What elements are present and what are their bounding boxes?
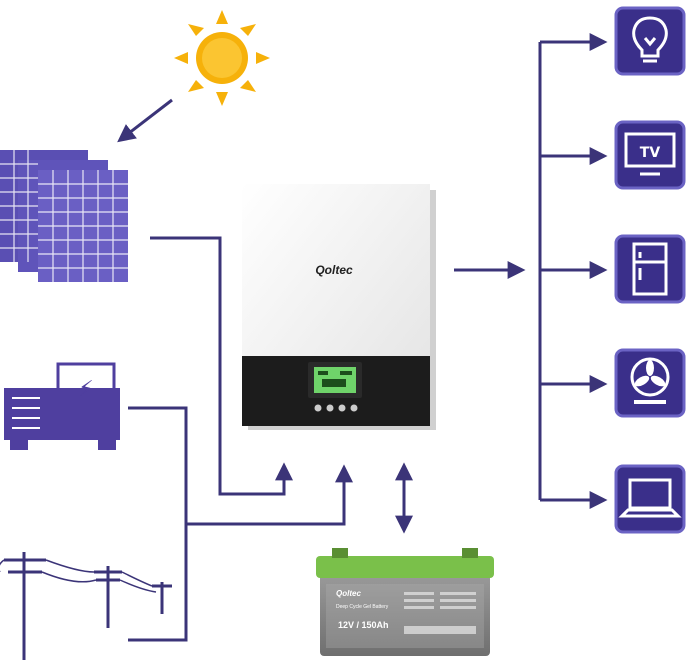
tv-label: TV — [640, 145, 661, 161]
inverter-unit: Qoltec — [242, 184, 436, 430]
appliance-light-bulb — [614, 6, 686, 76]
appliance-refrigerator — [614, 234, 686, 304]
refrigerator-icon — [632, 242, 668, 296]
battery-brand: Qoltec — [336, 589, 361, 598]
power-grid-icon — [0, 552, 172, 660]
inverter-brand-logo: Qoltec — [315, 263, 353, 277]
tv-icon: TV — [624, 132, 676, 176]
appliance-fan — [614, 348, 686, 418]
appliance-tv: TV — [614, 120, 686, 190]
battery-type-label: Deep Cycle Gel Battery — [336, 604, 389, 610]
grid-to-inverter-line — [128, 524, 188, 642]
appliance-laptop — [614, 464, 686, 534]
inverter-buttons[interactable] — [314, 404, 358, 412]
battery-rating: 12V / 150Ah — [338, 620, 389, 630]
laptop-icon — [618, 478, 682, 518]
sun-icon — [174, 10, 270, 106]
solar-panel-icon — [0, 150, 128, 282]
solar-to-inverter-line — [150, 236, 293, 496]
generator-icon: ⚡ — [4, 362, 120, 450]
fan-icon — [630, 357, 670, 404]
sun-to-panel-arrow — [117, 98, 173, 143]
light-bulb-icon — [632, 16, 668, 63]
generator-bolt-icon: ⚡ — [78, 377, 93, 402]
battery-icon: Qoltec Deep Cycle Gel Battery 12V / 150A… — [316, 548, 494, 656]
